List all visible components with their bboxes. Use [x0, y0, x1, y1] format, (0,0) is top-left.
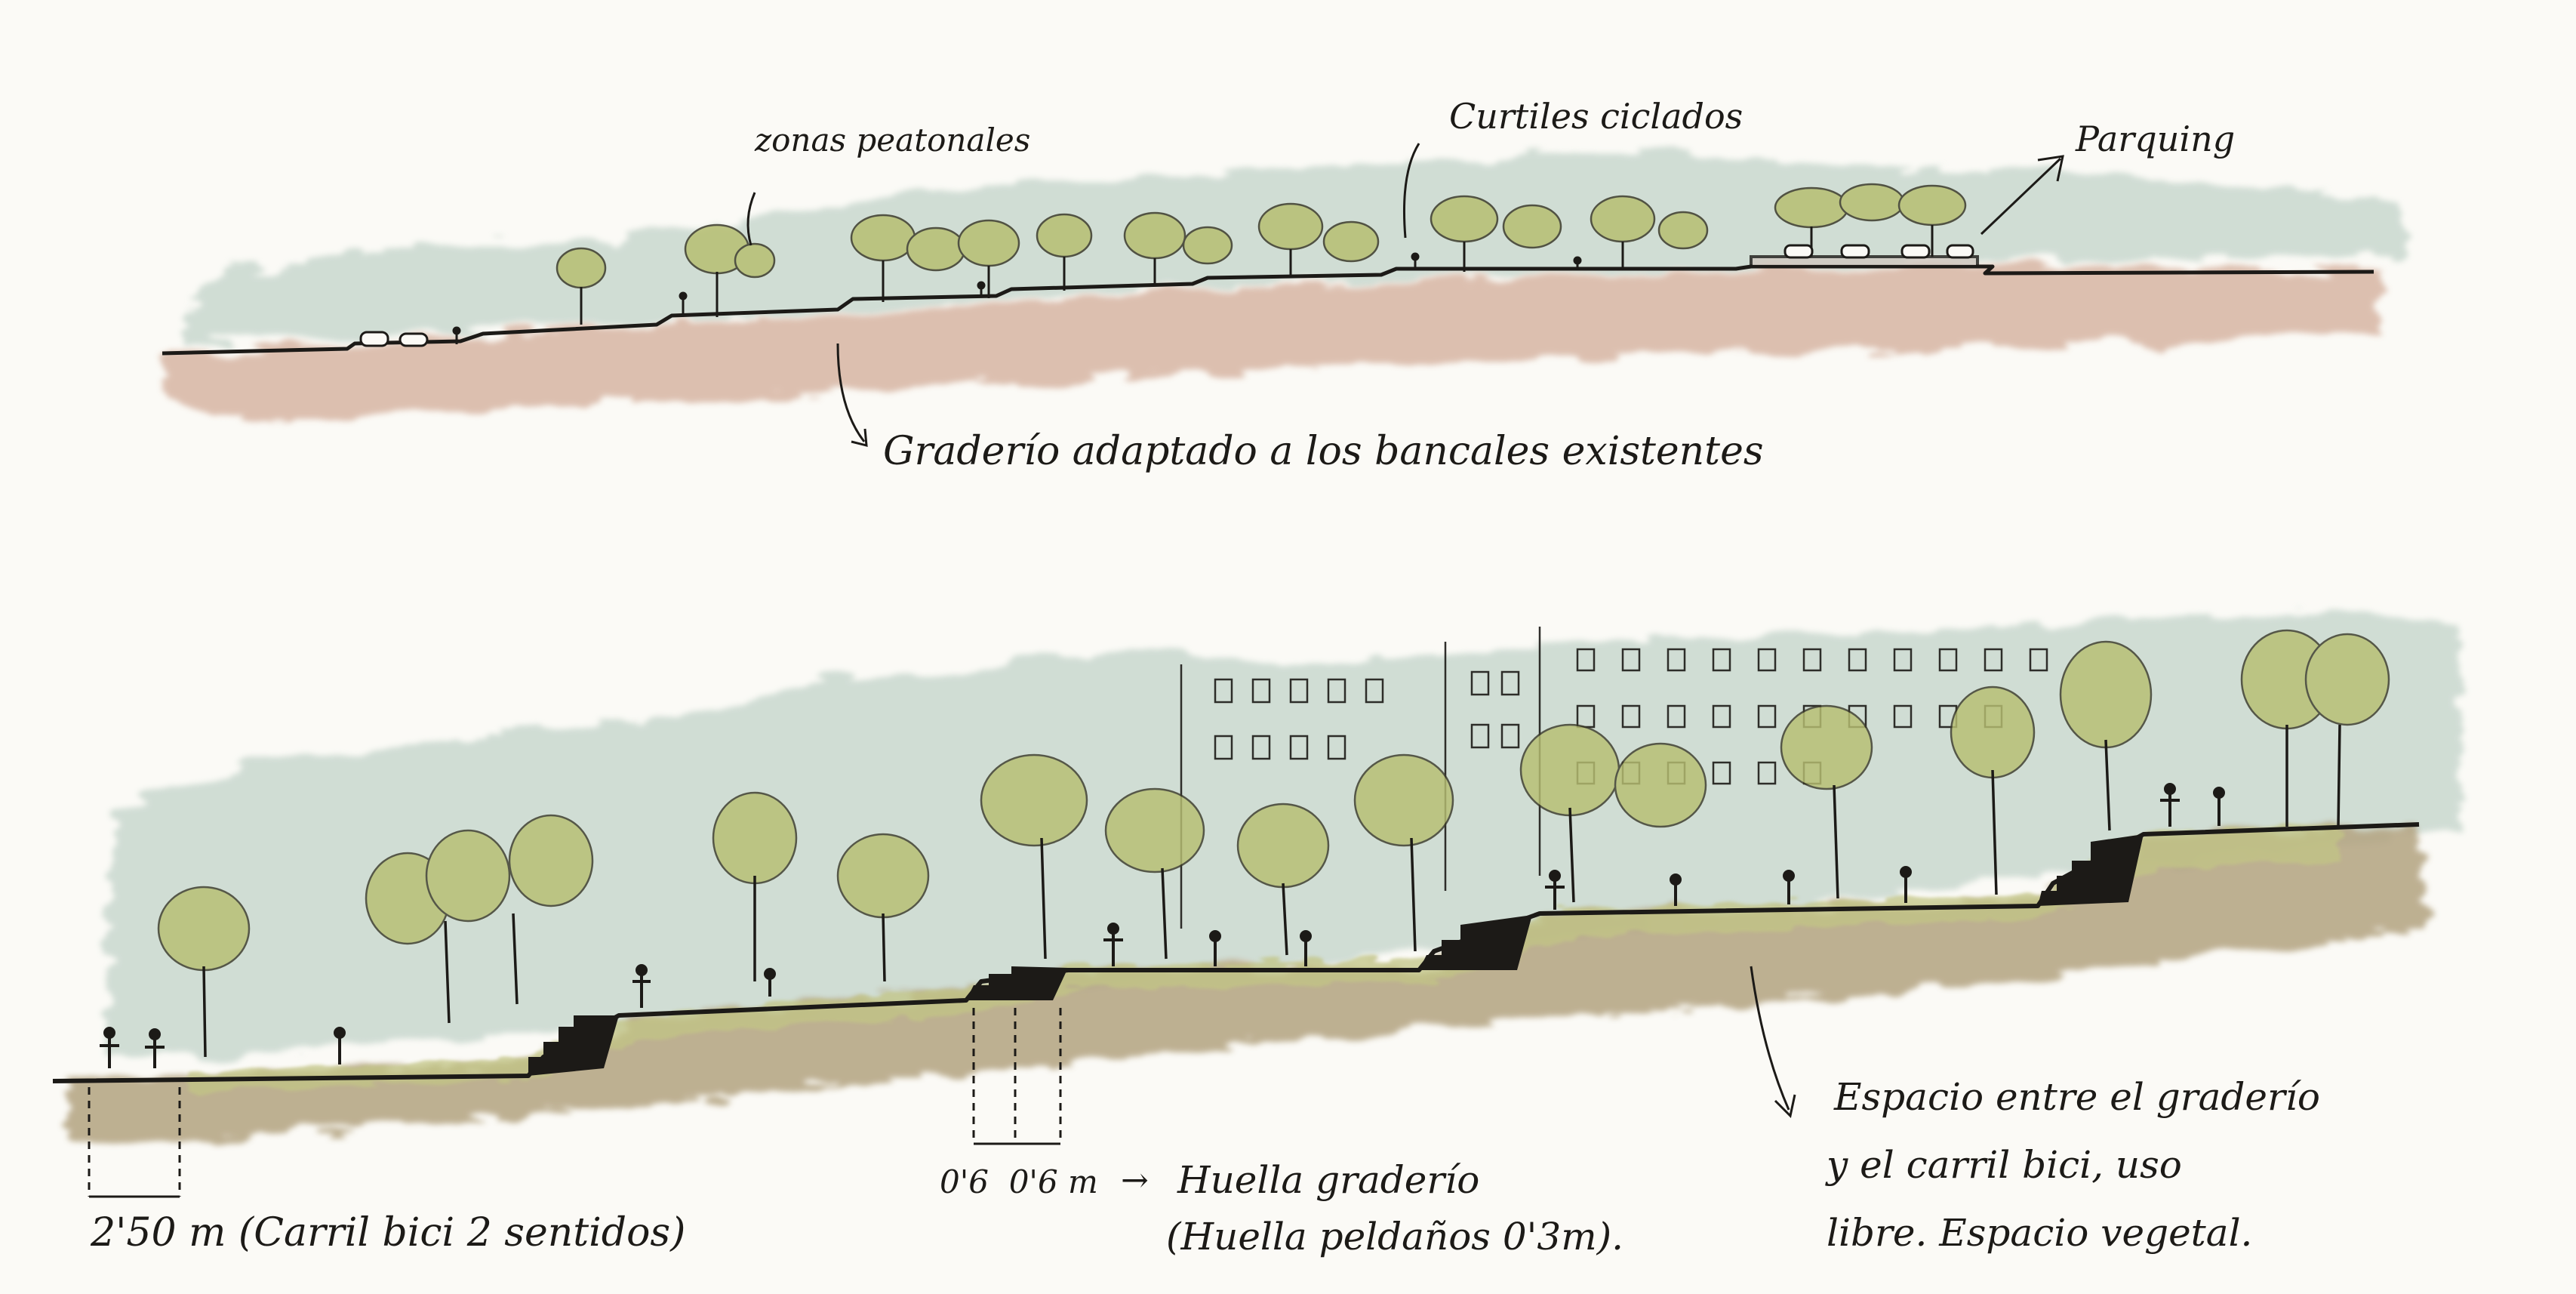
label-pedestrian: zonas peatonales: [754, 122, 1030, 159]
label-tread-note: (Huella peldaños 0'3m).: [1166, 1215, 1623, 1259]
bottom-grass-band: [189, 827, 2340, 1091]
leader-stands: [836, 343, 866, 442]
top-ground-line: [162, 264, 2374, 356]
bottom-dimensions: [88, 966, 1796, 1198]
label-tread: Huella graderío: [1177, 1158, 1479, 1202]
leader-pedestrian: [746, 192, 756, 246]
leader-parking: [1980, 157, 2062, 236]
label-bike-lane: 2'50 m (Carril bici 2 sentidos): [90, 1210, 685, 1255]
leader-courtyards: [1403, 143, 1420, 239]
top-ground-wash: [162, 264, 2385, 423]
section-top: zonas peatonales Curtiles ciclados Parqu…: [162, 96, 2408, 474]
bottom-stands: [528, 834, 2144, 1076]
label-cycle-courtyards: Curtiles ciclados: [1449, 96, 1743, 137]
parking-arrowhead: [2037, 155, 2064, 182]
label-tread-dims: 0'6 0'6 m: [940, 1163, 1098, 1200]
stands-arrowhead: [851, 428, 868, 447]
stand-1: [528, 1015, 619, 1076]
top-trees: [556, 183, 1967, 289]
stand-3: [1419, 915, 1532, 970]
tread-arrow: →: [1121, 1161, 1149, 1200]
label-stands: Graderío adaptado a los bancales existen…: [883, 429, 1764, 474]
stand-2: [966, 966, 1068, 1000]
space-arrowhead: [1774, 1094, 1796, 1119]
section-bottom: 2'50 m (Carril bici 2 sentidos) 0'6 0'6 …: [52, 612, 2461, 1259]
stand-4: [2038, 834, 2144, 906]
top-cars: [359, 244, 1974, 347]
bottom-tree-canopies: [157, 629, 2390, 972]
bottom-tree-trunks: [202, 724, 2341, 1058]
top-parking-platform: [1750, 255, 1979, 268]
top-people: [452, 252, 1582, 344]
label-space-line1: Espacio entre el graderío: [1833, 1075, 2320, 1119]
facade-windows: [1214, 648, 2048, 785]
top-leaders: [746, 143, 2064, 447]
label-parking: Parquing: [2075, 119, 2235, 159]
leader-space: [1750, 966, 1790, 1111]
bottom-people: [100, 783, 2225, 1068]
label-space-line3: libre. Espacio vegetal.: [1827, 1211, 2252, 1255]
label-space-line2: y el carril bici, uso: [1825, 1143, 2182, 1187]
